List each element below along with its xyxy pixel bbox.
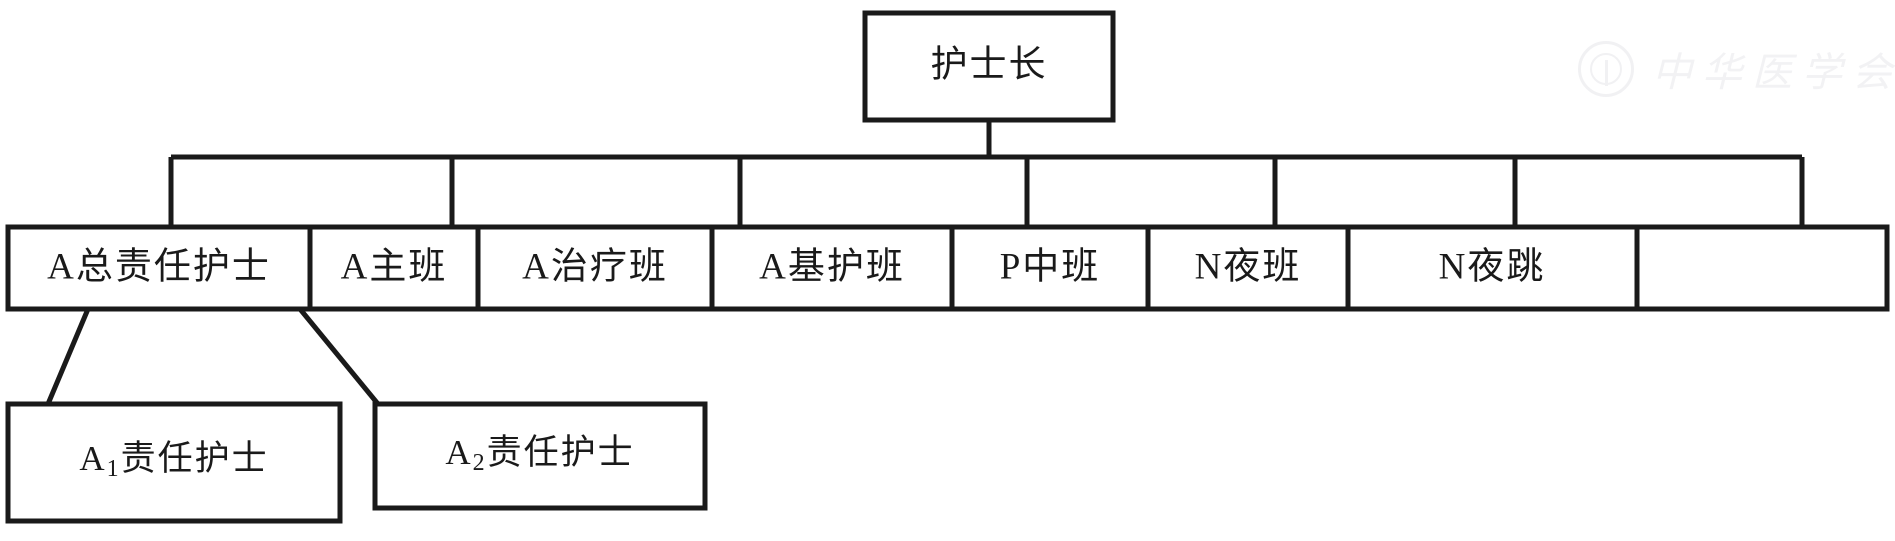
- shift-label-1: A主班: [341, 245, 448, 287]
- diagonal-connector-a2: [298, 307, 380, 406]
- head-nurse-label: 护士长: [931, 44, 1048, 85]
- a2-responsible-nurse-box[interactable]: [372, 401, 708, 511]
- node-a-chief-responsible-nurse[interactable]: A总责任护士: [47, 246, 271, 287]
- a1-subscript: 1: [107, 456, 121, 482]
- a2-responsible-nurse-label: A2责任护士: [445, 433, 634, 475]
- diagonal-connector-a1: [45, 308, 91, 405]
- node-p-middle-shift[interactable]: P中班: [1000, 245, 1101, 287]
- node-a-treatment-shift[interactable]: A治疗班: [522, 245, 668, 287]
- a1-responsible-nurse-box[interactable]: [5, 401, 343, 524]
- shift-row-frame: [5, 224, 1890, 312]
- a1-suffix: 责任护士: [121, 439, 269, 478]
- node-a-main-shift[interactable]: A主班: [341, 245, 448, 287]
- shift-label-3: A基护班: [759, 245, 905, 287]
- head-nurse-box[interactable]: [862, 10, 1116, 123]
- a2-subscript: 2: [473, 450, 487, 476]
- node-n-night-shift[interactable]: N夜班: [1195, 245, 1302, 287]
- shift-label-5: N夜班: [1195, 245, 1302, 287]
- a2-prefix: A: [445, 433, 472, 472]
- shift-label-6: N夜跳: [1439, 245, 1546, 287]
- a1-prefix: A: [79, 439, 106, 478]
- node-a-basic-care-shift[interactable]: A基护班: [759, 245, 905, 287]
- node-a2-responsible-nurse[interactable]: A2责任护士: [372, 401, 708, 511]
- shift-label-4: P中班: [1000, 245, 1101, 287]
- shift-label-2: A治疗班: [522, 245, 668, 287]
- node-head-nurse[interactable]: 护士长: [862, 10, 1116, 123]
- node-n-night-relief-shift[interactable]: N夜跳: [1439, 245, 1546, 287]
- a2-suffix: 责任护士: [487, 433, 635, 472]
- node-a1-responsible-nurse[interactable]: A1责任护士: [5, 401, 343, 524]
- a1-responsible-nurse-label: A1责任护士: [79, 439, 268, 481]
- shift-label-0: A总责任护士: [47, 246, 271, 287]
